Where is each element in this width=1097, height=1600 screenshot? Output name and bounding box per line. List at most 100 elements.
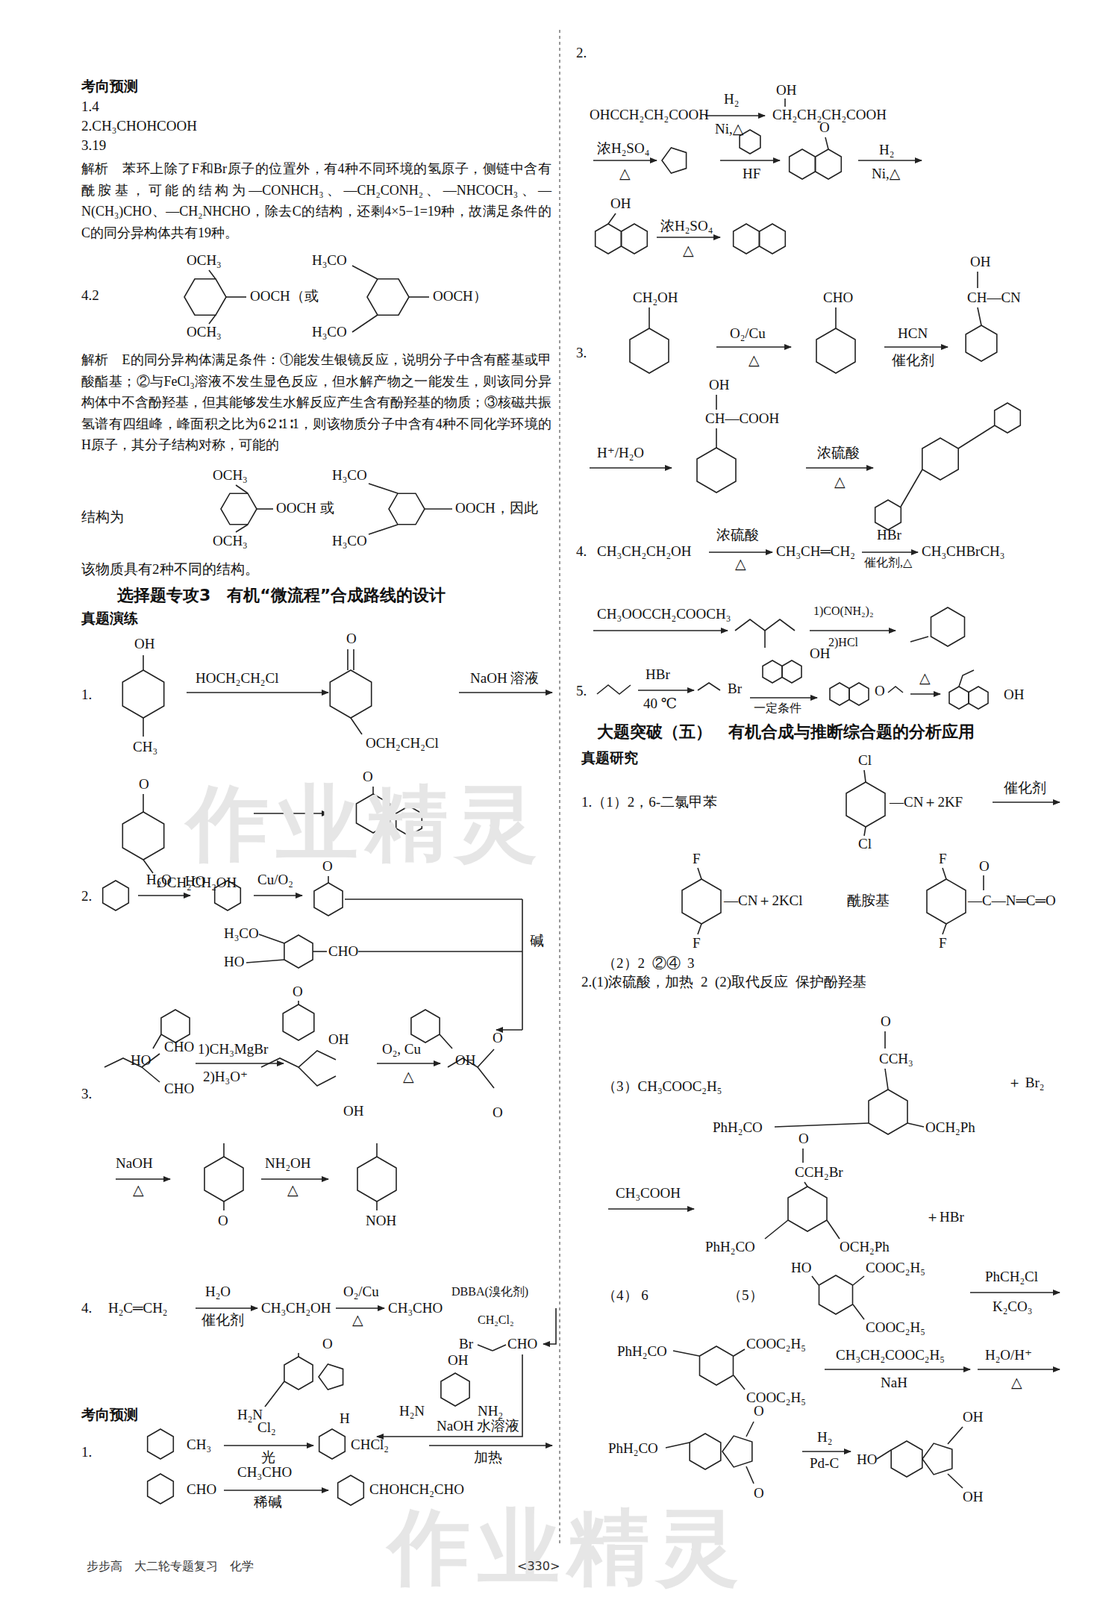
formula-text: O xyxy=(492,1029,503,1047)
formula-text: 2.CH₃CHOHCOOH xyxy=(81,117,198,135)
ring xyxy=(367,279,409,315)
formula-text: Cl₂ xyxy=(257,1419,277,1436)
formula-text: Cl xyxy=(858,835,872,853)
formula-text: PhH₂CO xyxy=(608,1440,659,1457)
formula-text: △ xyxy=(1011,1374,1023,1392)
formula-text: Cl xyxy=(858,752,872,769)
formula-text: OH xyxy=(447,1352,468,1369)
formula-text: 3. xyxy=(576,344,587,362)
formula-text: CHCl₂ xyxy=(350,1436,389,1453)
ring xyxy=(220,493,257,525)
ring xyxy=(699,1346,734,1386)
formula-text: △ xyxy=(619,165,631,183)
formula-text: —C—N═C═O xyxy=(967,892,1056,909)
formula-text: Ni,△ xyxy=(871,165,900,183)
formula-text: Cu/O₂ xyxy=(257,871,294,889)
ring xyxy=(819,1275,853,1315)
formula-text: H₃CO xyxy=(311,323,348,341)
formula-text: H₂O xyxy=(205,1283,231,1300)
formula-text: O xyxy=(322,858,333,875)
section-label: 真题演练 xyxy=(81,610,139,627)
bond-line xyxy=(884,1031,886,1049)
bond-line xyxy=(697,923,702,935)
bond-line xyxy=(835,307,837,329)
ring xyxy=(357,1156,397,1202)
reaction-arrow xyxy=(802,1450,851,1453)
ring xyxy=(733,223,760,254)
formula-text: CH—CN xyxy=(967,289,1021,306)
reaction-arrow xyxy=(705,114,765,117)
bond-line xyxy=(715,394,718,410)
formula-text: OOCH） xyxy=(432,288,488,305)
reaction-arrow xyxy=(589,467,672,469)
formula-text: NaOH 溶液 xyxy=(470,670,539,687)
formula-text: OHCCH₂CH₂COOH xyxy=(589,106,709,124)
formula-text: 2.(1)浓硫酸，加热 2 (2)取代反应 保护酚羟基 xyxy=(581,973,867,991)
formula-text: HBr xyxy=(876,526,902,544)
formula-text: 催化剂 xyxy=(1003,779,1047,797)
formula-text: NH₂ xyxy=(477,1402,503,1420)
page-footer: <330> xyxy=(517,1559,560,1574)
formula-text: HO xyxy=(856,1451,877,1468)
carbon-chain xyxy=(735,619,795,631)
formula-text: ＋HBr xyxy=(925,1208,965,1226)
formula-text: 催化剂 xyxy=(201,1311,245,1329)
formula-text: CH₃CHO xyxy=(237,1464,292,1481)
formula-text: HBr xyxy=(645,666,671,683)
formula-text: OCH₃ xyxy=(186,323,222,341)
formula-text: O xyxy=(292,983,303,1000)
formula-text: O xyxy=(217,1212,229,1230)
bond-line xyxy=(825,137,829,150)
bond-line xyxy=(715,428,718,448)
bond-line xyxy=(876,1449,892,1459)
reaction-arrow xyxy=(656,236,721,239)
formula-text: △ xyxy=(352,1311,364,1329)
reaction-arrow xyxy=(638,689,695,692)
formula-text: OH xyxy=(970,253,991,271)
bond-line xyxy=(352,265,378,280)
bond-line xyxy=(947,1426,963,1445)
formula-text: O xyxy=(880,1013,892,1030)
ring xyxy=(329,670,371,718)
bond-line xyxy=(439,1034,453,1049)
formula-text: O₂/Cu xyxy=(729,325,766,342)
bond-line xyxy=(142,794,145,812)
section-heading: 大题突破（五） 有机合成与推断综合题的分析应用 xyxy=(597,722,975,742)
formula-text: OOCH 或 xyxy=(276,499,335,517)
formula-text: △ xyxy=(682,242,695,259)
reaction-arrow xyxy=(195,1307,258,1309)
formula-text: H₂O xyxy=(146,871,172,889)
reaction-arrow xyxy=(716,346,792,348)
bond-line xyxy=(746,1421,754,1437)
formula-text: 2)H₃O⁺ xyxy=(202,1068,248,1086)
formula-text: CHO xyxy=(328,943,359,960)
formula-text: HOCH₂CH₂Cl xyxy=(195,670,279,687)
formula-text: 光 xyxy=(261,1449,276,1466)
formula-text: OCH₂Ph xyxy=(839,1238,890,1256)
ring xyxy=(759,223,786,254)
formula-text: Br xyxy=(458,1335,474,1353)
bond-line xyxy=(774,1123,869,1127)
bond-line xyxy=(235,524,248,533)
formula-text: OH xyxy=(328,1031,349,1048)
formula-text: O xyxy=(979,858,990,875)
ring xyxy=(846,782,886,827)
carbon-chain xyxy=(141,1067,160,1083)
formula-text: H₂ xyxy=(723,91,739,108)
formula-text: 4. xyxy=(81,1299,92,1317)
ring xyxy=(184,279,227,315)
reaction-arrow xyxy=(720,159,780,162)
formula-text: O xyxy=(753,1485,765,1502)
reaction-arrow xyxy=(376,1062,441,1065)
bond-line xyxy=(977,307,982,326)
formula-text: CHO xyxy=(507,1335,538,1353)
formula-text: OOCH，因此 xyxy=(455,499,539,517)
reagent-label: 催化剂,△ xyxy=(864,555,912,570)
ring xyxy=(629,328,669,374)
formula-text: OCH₂Ph xyxy=(925,1119,976,1136)
formula-text: CHO xyxy=(164,1038,195,1056)
bond-line xyxy=(784,98,786,107)
formula-text: O xyxy=(798,1130,809,1147)
formula-text: OH xyxy=(809,645,830,662)
formula-text: 1. xyxy=(81,1444,92,1461)
